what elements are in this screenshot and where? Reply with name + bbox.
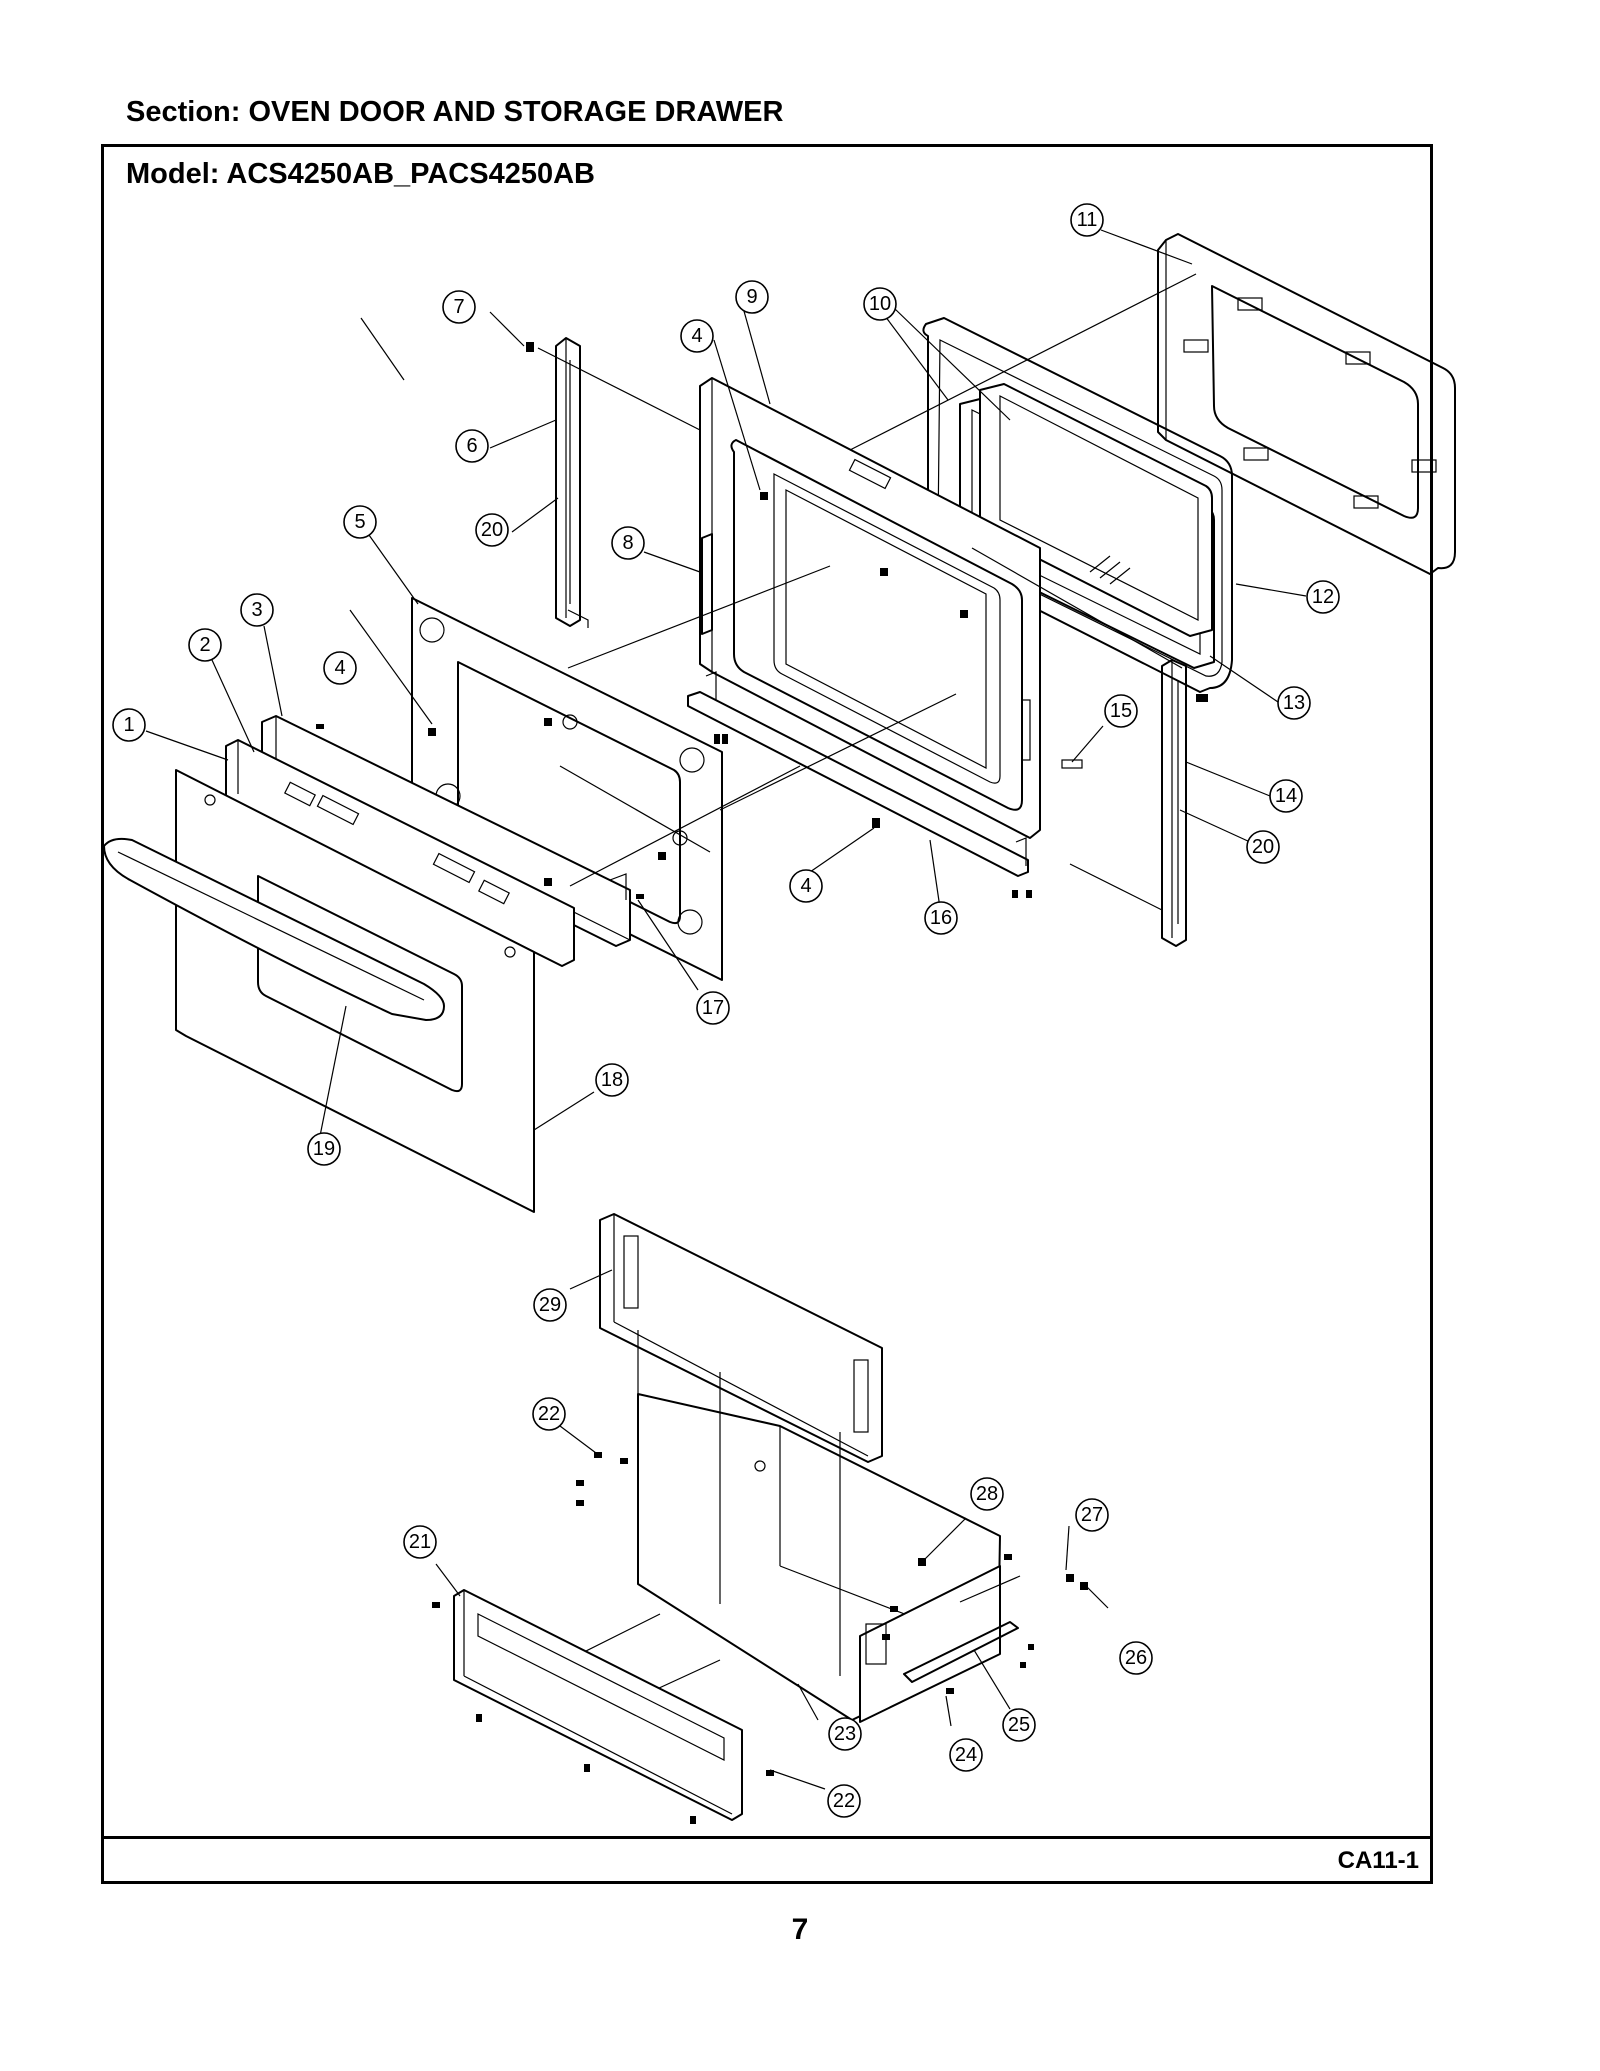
callout-17: 17: [696, 991, 730, 1025]
svg-text:12: 12: [1312, 586, 1334, 608]
callout-18: 18: [595, 1063, 629, 1097]
svg-text:23: 23: [834, 1723, 856, 1745]
part-6-left-hinge-channel: [555, 337, 589, 628]
part-9-inner-door-panel: [699, 377, 1041, 839]
svg-text:17: 17: [702, 997, 724, 1019]
callout-leaders: [145, 229, 1307, 1790]
svg-text:3: 3: [251, 599, 262, 621]
callout-20b: 20: [1246, 830, 1280, 864]
svg-text:24: 24: [955, 1744, 977, 1766]
callout-20a: 20: [475, 513, 509, 547]
part-23-drawer-body: [559, 1330, 1001, 1731]
svg-text:22: 22: [538, 1403, 560, 1425]
model-title: Model: ACS4250AB_PACS4250AB: [126, 158, 595, 190]
section-title: Section: OVEN DOOR AND STORAGE DRAWER: [126, 96, 784, 128]
callout-13: 13: [1277, 686, 1311, 720]
callout-4b: 4: [680, 319, 714, 353]
callout-4c: 4: [789, 869, 823, 903]
svg-text:27: 27: [1081, 1504, 1103, 1526]
svg-text:4: 4: [800, 875, 811, 897]
callout-7: 7: [442, 290, 476, 324]
callout-22a: 22: [532, 1397, 566, 1431]
svg-text:6: 6: [466, 435, 477, 457]
svg-text:29: 29: [539, 1294, 561, 1316]
part-16-bottom-channel: [687, 671, 1029, 877]
diagram-frame: [101, 144, 1433, 1884]
callout-29: 29: [533, 1288, 567, 1322]
part-8-hinge-bracket: [701, 533, 713, 635]
svg-text:20: 20: [1252, 836, 1274, 858]
svg-text:19: 19: [313, 1138, 335, 1160]
callout-5: 5: [343, 505, 377, 539]
callout-28: 28: [970, 1477, 1004, 1511]
callout-24: 24: [949, 1738, 983, 1772]
svg-text:22: 22: [833, 1790, 855, 1812]
svg-text:10: 10: [869, 293, 891, 315]
callout-2: 2: [188, 628, 222, 662]
svg-text:1: 1: [123, 714, 134, 736]
callout-22b: 22: [827, 1784, 861, 1818]
svg-text:20: 20: [481, 519, 503, 541]
svg-text:28: 28: [976, 1483, 998, 1505]
callout-26: 26: [1119, 1641, 1153, 1675]
svg-text:16: 16: [930, 907, 952, 929]
callout-27: 27: [1075, 1498, 1109, 1532]
callout-8: 8: [611, 526, 645, 560]
part-25-drawer-rail: [903, 1575, 1021, 1683]
callout-11: 11: [1070, 203, 1104, 237]
svg-text:9: 9: [746, 286, 757, 308]
svg-text:11: 11: [1077, 209, 1098, 231]
svg-text:2: 2: [199, 634, 210, 656]
callout-6: 6: [455, 429, 489, 463]
svg-text:13: 13: [1283, 692, 1305, 714]
callout-10: 10: [863, 287, 897, 321]
callout-9: 9: [735, 280, 769, 314]
callout-3: 3: [240, 593, 274, 627]
diagram-code: CA11-1: [1337, 1847, 1419, 1874]
svg-text:14: 14: [1275, 785, 1297, 807]
part-21-drawer-front: [453, 1589, 743, 1821]
callout-4a: 4: [323, 651, 357, 685]
svg-text:15: 15: [1110, 700, 1132, 722]
svg-text:7: 7: [453, 296, 464, 318]
part-14-right-hinge-channel: [1161, 659, 1187, 947]
part-11-door-frame: [1157, 233, 1456, 575]
svg-text:25: 25: [1008, 1714, 1030, 1736]
svg-text:21: 21: [409, 1531, 431, 1553]
svg-text:5: 5: [354, 511, 365, 533]
callout-21: 21: [403, 1525, 437, 1559]
callout-16: 16: [924, 901, 958, 935]
svg-text:26: 26: [1125, 1647, 1147, 1669]
callout-15: 15: [1104, 694, 1138, 728]
door-alignment-lines: [537, 273, 1197, 911]
page-number: 7: [791, 1913, 809, 1946]
callout-23: 23: [828, 1717, 862, 1751]
callout-25: 25: [1002, 1708, 1036, 1742]
callout-1: 1: [112, 708, 146, 742]
svg-text:4: 4: [334, 657, 345, 679]
svg-text:18: 18: [601, 1069, 623, 1091]
callout-19: 19: [307, 1132, 341, 1166]
callout-14: 14: [1269, 779, 1303, 813]
part-29-drawer-back: [599, 1213, 883, 1463]
callout-12: 12: [1306, 580, 1340, 614]
svg-text:4: 4: [691, 325, 702, 347]
footer-divider: [101, 1836, 1433, 1839]
svg-text:8: 8: [622, 532, 633, 554]
part-19-door-handle: [103, 837, 445, 1021]
door-fasteners: [316, 342, 1208, 899]
